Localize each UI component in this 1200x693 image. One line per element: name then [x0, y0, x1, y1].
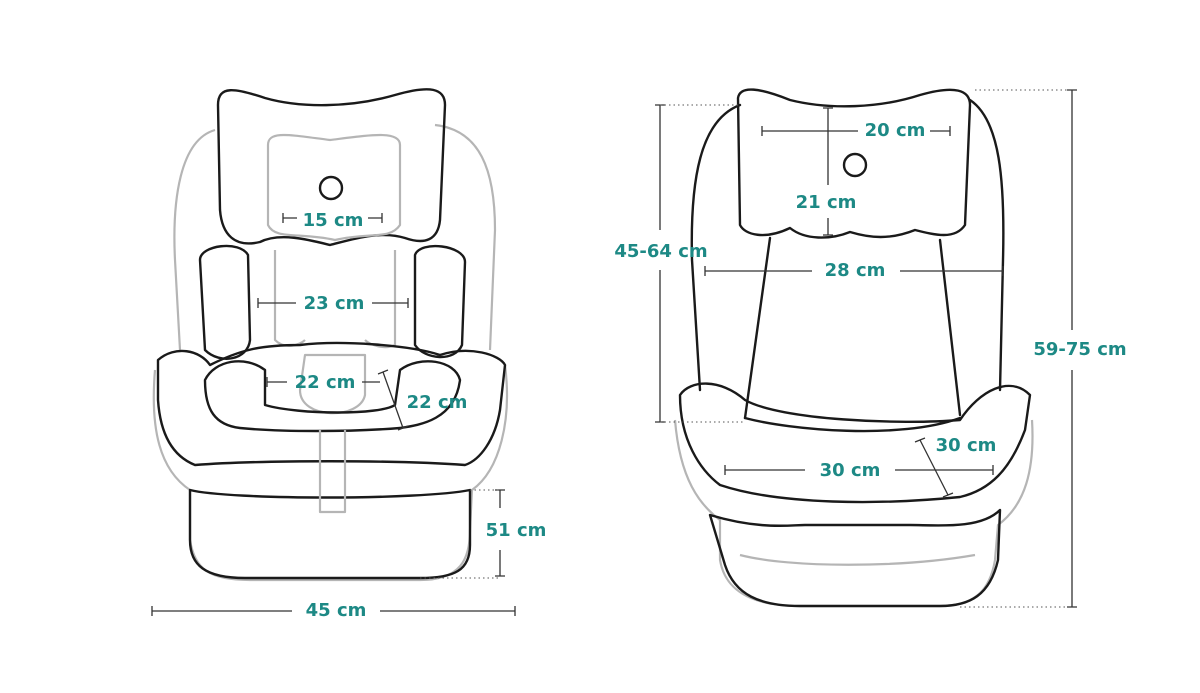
right-wing	[413, 244, 467, 359]
seat-front	[203, 360, 462, 433]
label-back-height: 45-64 cm	[614, 241, 707, 262]
dim-45-64cm	[655, 104, 665, 423]
label-total-width: 45 cm	[306, 600, 367, 621]
dim-21cm	[823, 107, 833, 236]
dim-30cm-w	[724, 465, 994, 475]
headrest	[216, 88, 447, 247]
dim-30cm-d	[914, 437, 954, 498]
label-seat-depth-right: 30 cm	[936, 435, 997, 456]
headrest-right	[736, 88, 972, 239]
logo-icon	[318, 175, 344, 201]
dim-59-75cm	[1067, 89, 1077, 608]
cushion-right	[678, 382, 1032, 504]
dim-23cm	[257, 298, 409, 308]
headrest-inner	[266, 133, 402, 242]
label-shoulder-width: 23 cm	[304, 293, 365, 314]
outer-shell	[173, 123, 497, 351]
label-total-height: 59-75 cm	[1033, 339, 1126, 360]
label-headrest-width-right: 20 cm	[865, 120, 926, 141]
base-shell	[152, 364, 509, 582]
seat-top	[743, 416, 962, 433]
label-back-width: 28 cm	[825, 260, 886, 281]
label-seat-width-right: 30 cm	[820, 460, 881, 481]
label-base-height: 51 cm	[486, 520, 547, 541]
crotch-strap	[318, 430, 347, 514]
left-wing	[198, 244, 252, 360]
label-headrest-width: 15 cm	[303, 210, 364, 231]
backrest	[690, 98, 1005, 392]
base-inner-right	[739, 553, 976, 566]
dim-15cm	[282, 213, 383, 223]
label-seat-width: 22 cm	[295, 372, 356, 393]
logo-icon-right	[842, 152, 868, 178]
dim-22cm-d	[377, 369, 409, 431]
label-seat-depth: 22 cm	[407, 392, 468, 413]
dim-45cm	[151, 606, 516, 616]
dim-20cm	[761, 126, 951, 136]
base-right	[708, 508, 1002, 608]
front-view-seat: 15 cm 23 cm 22 cm 22 cm 51 cm 45 cm	[151, 88, 547, 621]
dim-28cm	[704, 266, 1004, 276]
dim-51cm	[495, 489, 505, 577]
label-headrest-height: 21 cm	[796, 192, 857, 213]
booster-view-seat: 20 cm 21 cm 45-64 cm 28 cm 59-75 cm 30 c…	[614, 88, 1127, 608]
guide	[420, 489, 500, 579]
base	[188, 488, 472, 580]
back-panel	[743, 236, 962, 420]
seat-cushion	[156, 341, 507, 467]
dim-22cm-w	[266, 377, 380, 387]
